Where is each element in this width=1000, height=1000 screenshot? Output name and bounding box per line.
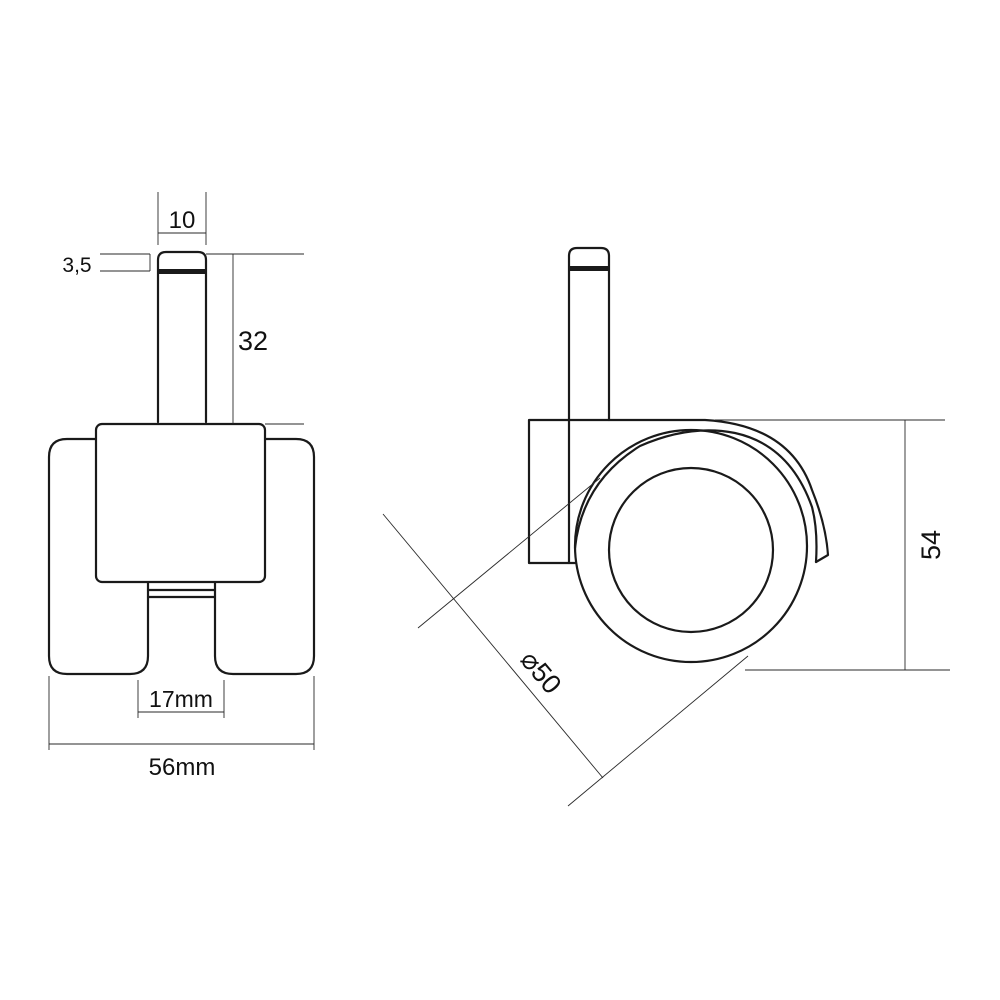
dim-ring-height: 3,5: [62, 253, 151, 277]
front-view: 10 3,5 32 17mm 56mm: [47, 192, 316, 781]
stem-side: [567, 246, 611, 422]
hood-inner-curve: [573, 429, 818, 564]
dim-stem-width: 10: [157, 192, 207, 245]
dim-wheel-diameter-label: ⌀50: [515, 645, 568, 700]
dim-overall-height-label: 54: [916, 530, 946, 560]
housing-side: [527, 418, 830, 565]
dim-overall-width-label: 56mm: [149, 754, 216, 781]
left-wheel: [47, 437, 150, 676]
wheel-outer: [573, 428, 809, 664]
dim-stem-height: 32: [206, 253, 304, 425]
stem-side-outline: [567, 246, 611, 422]
stem-side-ring: [569, 266, 609, 271]
dim-wheel-diameter: ⌀50: [382, 477, 749, 807]
right-wheel: [213, 437, 316, 676]
dim-stem-height-label: 32: [238, 326, 268, 356]
stem-outline: [156, 250, 208, 424]
wheel-hub: [607, 466, 775, 634]
stem-ring: [158, 269, 206, 274]
dim-stem-width-label: 10: [169, 207, 196, 234]
side-view: ⌀50 54: [382, 246, 950, 807]
housing-front: [94, 422, 267, 584]
stem-front: [156, 250, 208, 424]
dim-overall-width: 56mm: [48, 676, 315, 781]
dim-overall-height: 54: [715, 419, 950, 671]
dim-ring-height-label: 3,5: [62, 254, 91, 277]
dim-wheel-gap-label: 17mm: [149, 686, 213, 712]
dim-wheel-gap: 17mm: [137, 680, 225, 718]
